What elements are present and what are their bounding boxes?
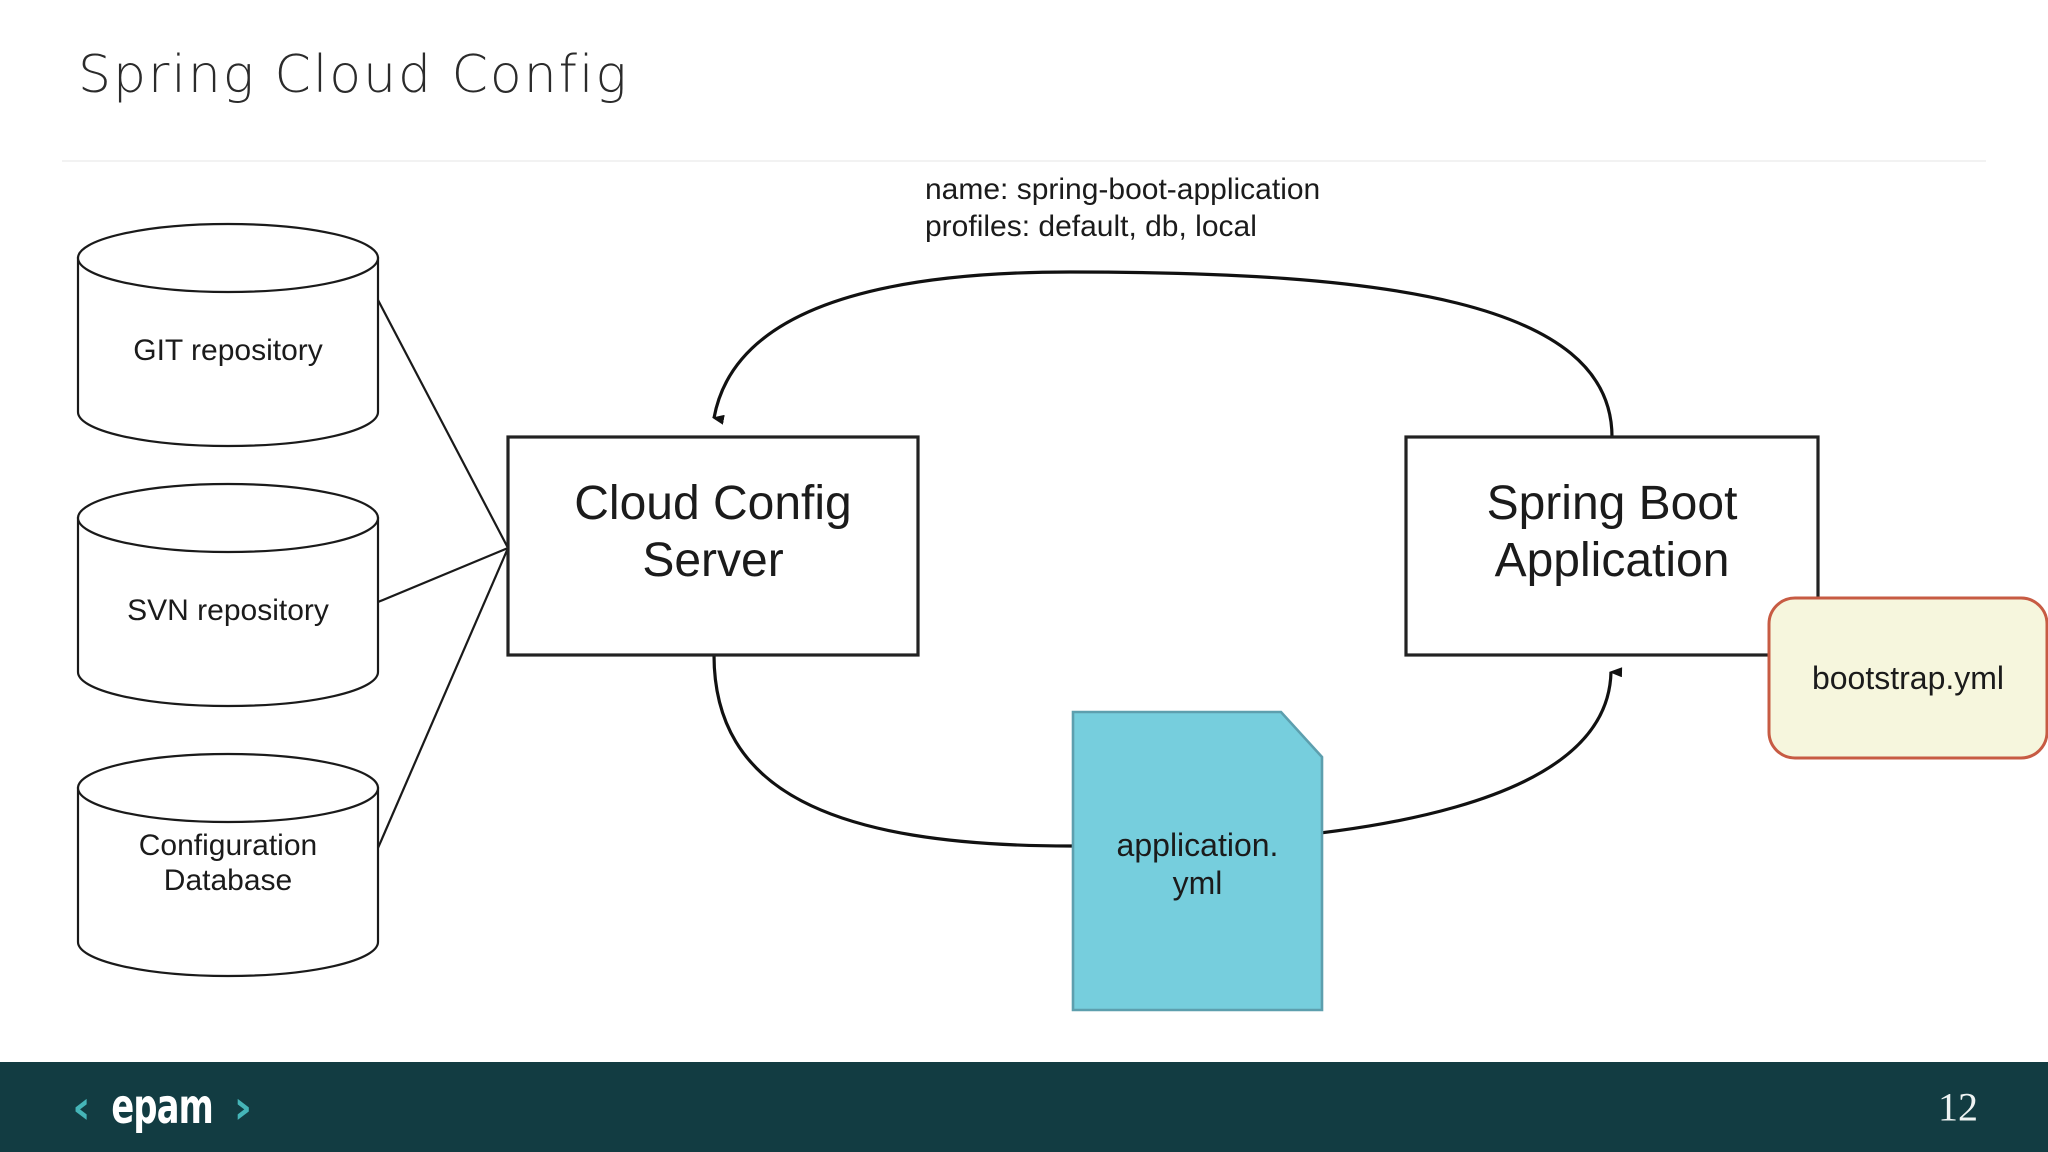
node-label-spring-boot-application: Spring Boot Application [1486, 477, 1738, 587]
bracket-right-icon: › [233, 1080, 253, 1134]
bracket-left-icon: ‹ [72, 1080, 91, 1134]
edge-git-to-config-server [377, 299, 509, 549]
artifact-label-bootstrap-yml: bootstrap.yml [1811, 660, 2005, 696]
node-cloud-config-server [506, 435, 920, 657]
source-cylinder-configdb [76, 752, 380, 978]
page-number: 12 [1938, 1084, 1978, 1130]
edge-configdb-to-config-server [376, 547, 510, 849]
artifact-bootstrap-yml [1767, 596, 2048, 760]
page-title: Spring Cloud Config [78, 45, 629, 105]
edge-svn-to-config-server [377, 546, 509, 604]
source-label-svn: SVN repository [127, 594, 329, 627]
epam-logo: ‹ epam › [72, 1083, 252, 1131]
node-spring-boot-application [1404, 435, 1820, 657]
node-label-cloud-config-server: Cloud Config Server [574, 477, 852, 587]
artifact-label-application-yml: application. yml [1116, 827, 1279, 901]
edge-app-to-server-curved [712, 270, 1614, 438]
source-cylinder-git [76, 222, 380, 448]
flow-annotation: name: spring-boot-application profiles: … [925, 173, 1321, 243]
title-divider [62, 160, 1986, 162]
slide-footer: ‹ epam › 12 [0, 1062, 2048, 1152]
epam-wordmark: epam [111, 1079, 213, 1135]
source-label-configdb: Configuration Database [138, 829, 318, 898]
source-cylinder-svn [76, 482, 380, 708]
artifact-application-yml [1071, 710, 1324, 1012]
source-label-git: GIT repository [133, 334, 323, 367]
